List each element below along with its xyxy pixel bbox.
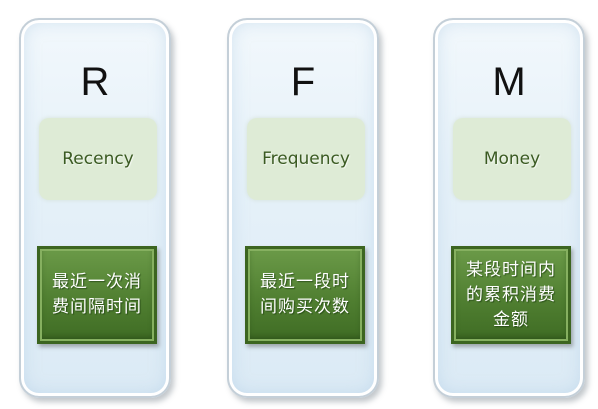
card-letter: R [80,60,110,104]
card-letter: M [492,60,526,104]
card-term: Money [483,149,541,169]
card-frequency: F Frequency 最近一段时间购买次数 [227,18,379,398]
card-description: 最近一段时间购买次数 [260,272,350,317]
card-term: Recency [62,149,134,169]
card-recency: R Recency 最近一次消费间隔时间 [19,18,171,398]
card-money: M Money 某段时间内的累积消费金额 [433,18,585,398]
description-box: 最近一次消费间隔时间 [37,246,157,344]
description-box: 某段时间内的累积消费金额 [451,246,571,344]
term-box: Frequency [247,118,365,200]
card-letter: F [290,60,316,104]
term-box: Money [453,118,571,200]
card-term: Frequency [262,149,350,169]
card-description: 某段时间内的累积消费金额 [466,259,556,330]
card-description: 最近一次消费间隔时间 [52,272,142,317]
description-box: 最近一段时间购买次数 [245,246,365,344]
term-box: Recency [39,118,157,200]
